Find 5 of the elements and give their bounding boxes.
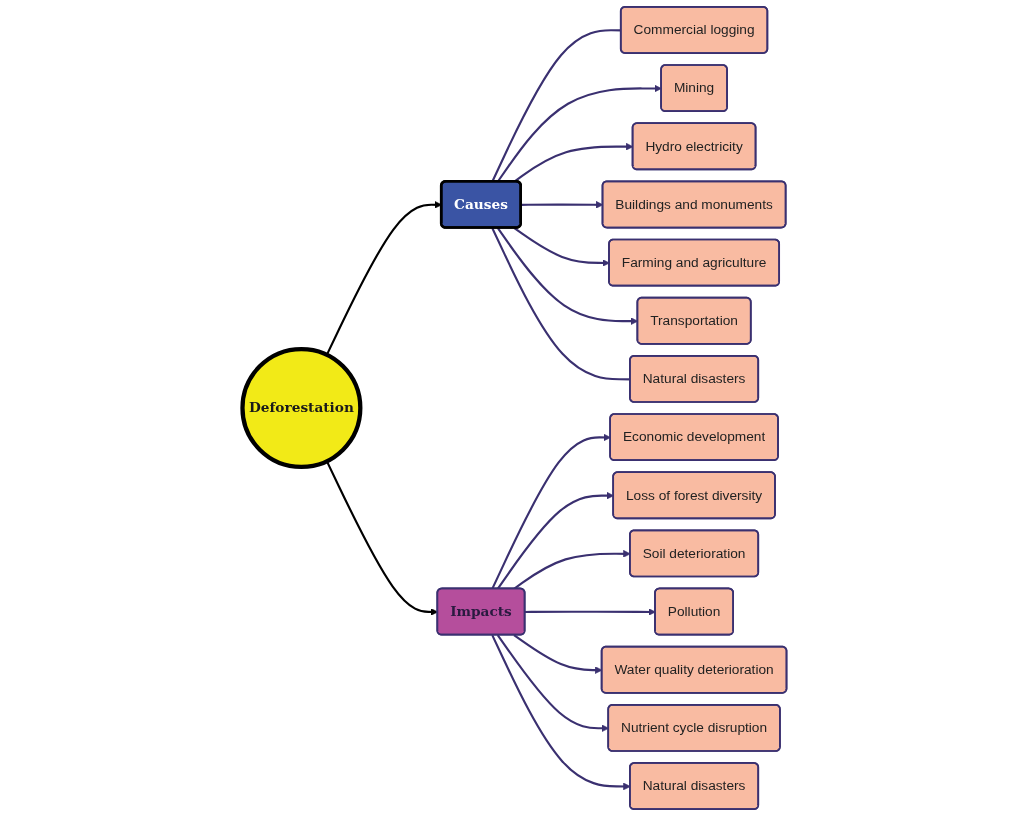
arrow [496,634,609,733]
arrow [496,491,614,590]
arrow [491,433,611,590]
arrow [496,84,662,183]
node-circle: Deforestation [240,346,363,470]
